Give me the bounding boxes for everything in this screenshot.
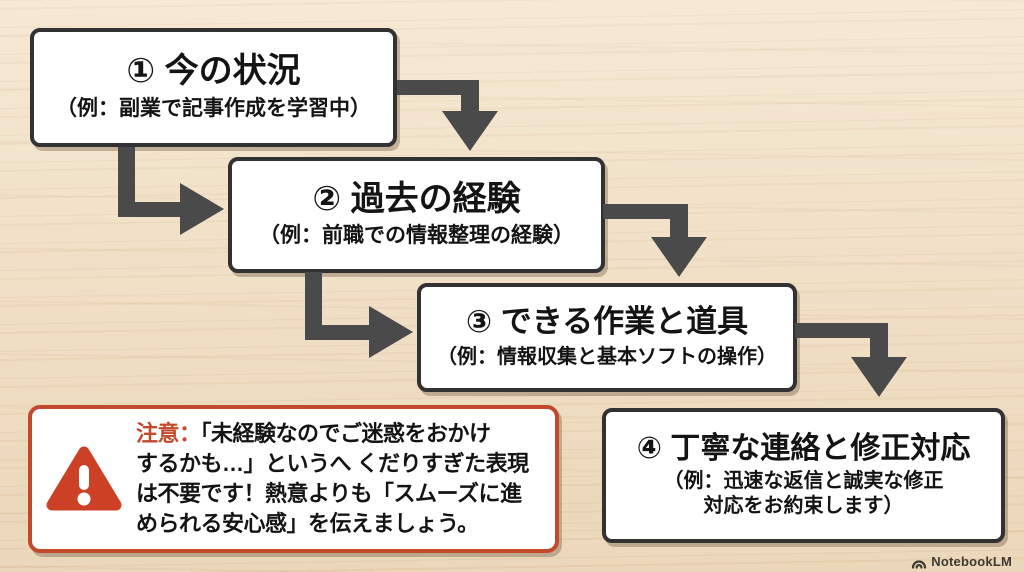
arrow-3-right-down-head-icon	[851, 357, 907, 397]
arrow-1-right-vbar	[461, 80, 479, 113]
arrow-2-left-right-head-icon	[369, 306, 413, 358]
arrow-2-left-vbar	[305, 272, 322, 340]
step-2-title: ② 過去の経験	[312, 179, 521, 218]
step-4-example-line-2: 対応をお約束します）	[703, 495, 904, 517]
warning-triangle-icon	[32, 444, 136, 514]
arrow-1-right-hbar	[397, 80, 479, 95]
arrow-2-right-hbar	[603, 204, 688, 219]
step-box-3: ③ できる作業と道具 （例：情報収集と基本ソフトの操作）	[417, 283, 797, 392]
step-box-4: ④ 丁寧な連絡と修正対応 （例：迅速な返信と誠実な修正 対応をお約束します）	[602, 408, 1005, 543]
warning-line-3: は不要です！熱意よりも「スムーズに進	[136, 481, 522, 506]
warning-box: 注意：「未経験なのでご迷惑をおかけ するかも…」というへ くだりすぎた表現 は不…	[28, 405, 559, 553]
warning-line-1-text: 「未経験なのでご迷惑をおかけ	[200, 421, 492, 446]
warning-line-4: められる安心感」を伝えましょう。	[136, 511, 479, 536]
step-4-title: ④ 丁寧な連絡と修正対応	[636, 432, 971, 465]
step-1-example: （例：副業で記事作成を学習中）	[56, 96, 371, 120]
arrow-1-left-hbar	[118, 202, 181, 217]
warning-text: 注意：「未経験なのでご迷惑をおかけ するかも…」というへ くだりすぎた表現 は不…	[136, 419, 555, 539]
arrow-2-right-vbar	[670, 204, 688, 239]
watermark-label: NotebookLM	[931, 554, 1012, 569]
step-3-title: ③ できる作業と道具	[465, 304, 749, 340]
arrow-1-left-right-head-icon	[180, 183, 224, 235]
arrow-1-right-down-head-icon	[442, 111, 498, 151]
arrow-1-left-vbar	[118, 147, 135, 217]
step-box-2: ② 過去の経験 （例：前職での情報整理の経験）	[228, 157, 605, 273]
arrow-3-right-vbar	[870, 323, 888, 359]
notebooklm-logo-icon	[912, 559, 927, 569]
step-2-example: （例：前職での情報整理の経験）	[259, 224, 574, 248]
step-4-example-line-1: （例：迅速な返信と誠実な修正	[663, 470, 944, 492]
warning-line-2: するかも…」というへ くだりすぎた表現	[136, 451, 529, 476]
warning-label: 注意：	[136, 421, 201, 446]
arrow-3-right-hbar	[795, 323, 888, 338]
watermark: NotebookLM	[911, 554, 1012, 569]
step-box-1: ① 今の状況 （例：副業で記事作成を学習中）	[30, 28, 397, 147]
step-3-example: （例：情報収集と基本ソフトの操作）	[437, 345, 777, 368]
arrow-2-right-down-head-icon	[651, 237, 707, 277]
step-1-title: ① 今の状況	[126, 52, 301, 91]
warning-line-1: 注意：「未経験なのでご迷惑をおかけ	[136, 419, 555, 449]
arrow-2-left-hbar	[305, 325, 370, 340]
